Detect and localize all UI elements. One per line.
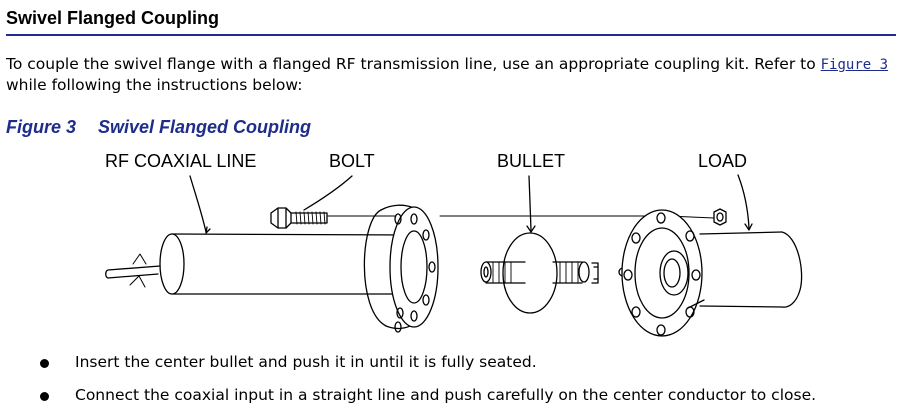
- label-bolt: BOLT: [329, 151, 375, 171]
- title-divider: [6, 34, 896, 36]
- nut: [713, 208, 727, 226]
- load-tube: [699, 231, 803, 308]
- rf-coaxial-line: [105, 233, 407, 295]
- instruction-item: Connect the coaxial input in a straight …: [0, 385, 899, 418]
- figure-title: Swivel Flanged Coupling: [98, 117, 312, 137]
- instruction-item: Insert the center bullet and push it in …: [0, 352, 899, 385]
- leader-rf-arrow: [205, 226, 211, 234]
- instruction-text: Connect the coaxial input in a straight …: [75, 386, 817, 404]
- intro-text-after: while following the instructions below:: [6, 76, 303, 94]
- section-title: Swivel Flanged Coupling: [6, 8, 220, 28]
- leader-bolt: [303, 175, 353, 211]
- figure-3-link[interactable]: Figure 3: [820, 57, 889, 73]
- figure-number: Figure 3: [6, 117, 77, 137]
- instruction-text: Insert the center bullet and push it in …: [75, 353, 537, 371]
- leader-bullet: [528, 175, 532, 231]
- instruction-list: Insert the center bullet and push it in …: [0, 352, 899, 418]
- coupling-diagram: RF COAXIAL LINE BOLT BULLET LOAD: [105, 151, 803, 337]
- leader-rf-line: [189, 175, 207, 233]
- label-load: LOAD: [698, 151, 747, 171]
- bolt: [270, 207, 328, 229]
- bullet-icon: [40, 392, 49, 401]
- bullet-icon: [40, 359, 49, 368]
- label-rf-coaxial-line: RF COAXIAL LINE: [105, 151, 256, 171]
- leader-load: [737, 174, 750, 229]
- intro-text-before: To couple the swivel flange with a flang…: [6, 55, 821, 73]
- leader-bullet-arrow: [526, 225, 536, 233]
- left-flange: [363, 204, 439, 333]
- figure-caption: Figure 3 Swivel Flanged Coupling: [6, 116, 311, 138]
- leader-load-arrow: [744, 223, 753, 231]
- right-flange: [621, 209, 705, 337]
- label-bullet: BULLET: [497, 151, 565, 171]
- intro-paragraph: To couple the swivel flange with a flang…: [6, 54, 890, 95]
- bullet: [480, 232, 628, 314]
